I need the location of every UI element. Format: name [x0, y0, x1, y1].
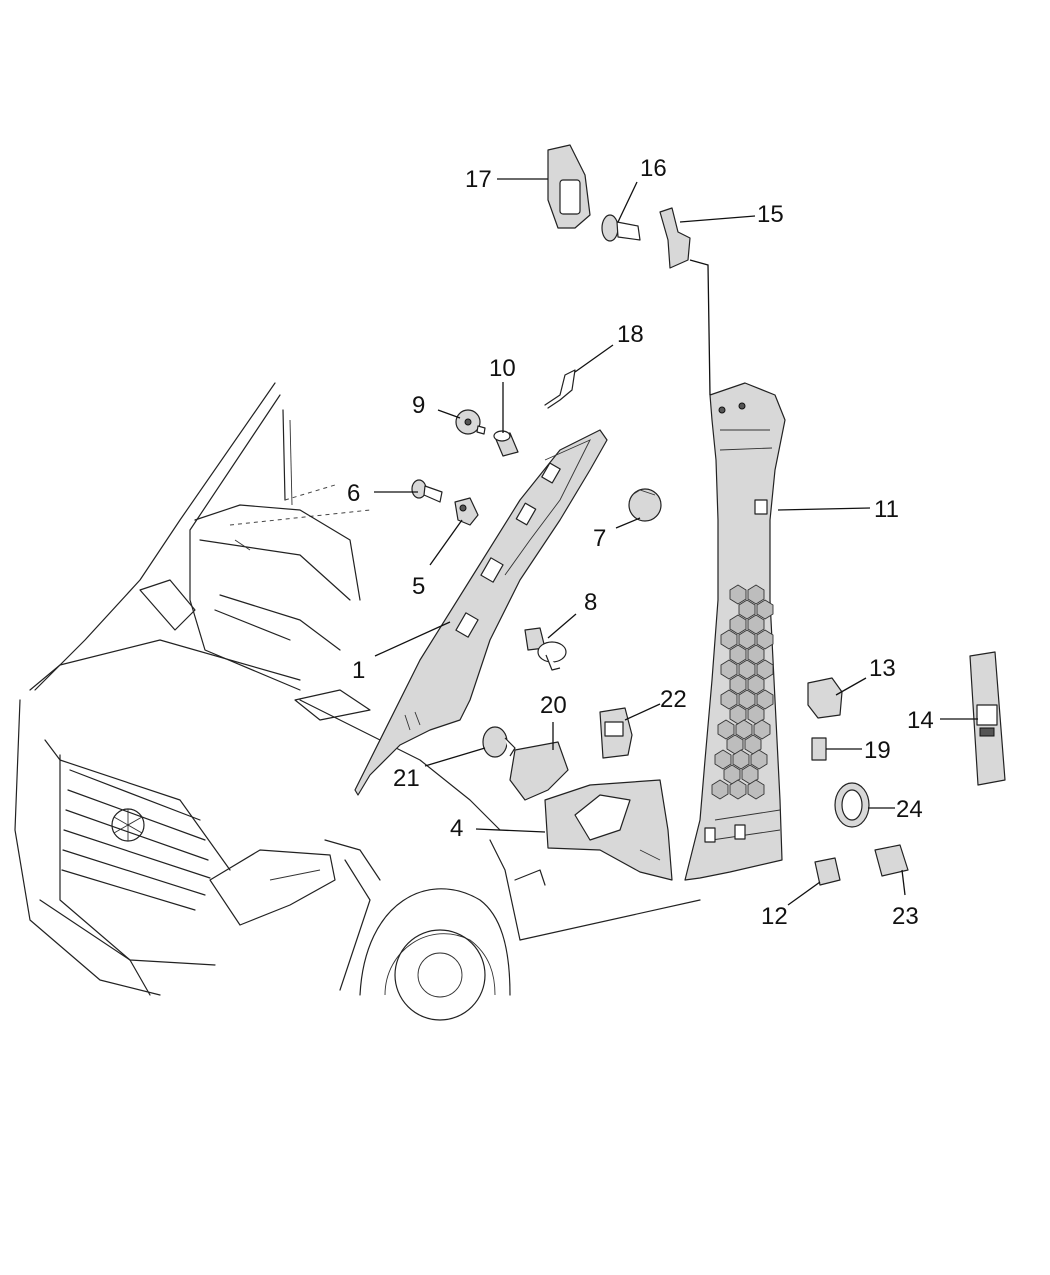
callout-10: 10 — [489, 355, 516, 382]
callout-19: 19 — [864, 737, 891, 764]
part-4-lower-trim — [544, 779, 673, 881]
leader-lines — [374, 178, 978, 906]
callout-20: 20 — [540, 692, 567, 719]
part-24-grommet — [834, 782, 870, 828]
callout-13: 13 — [869, 655, 896, 682]
callout-23: 23 — [892, 903, 919, 930]
callout-labels: 1 4 5 6 7 8 9 10 11 12 13 14 15 16 17 18… — [347, 155, 934, 930]
callout-11: 11 — [874, 496, 899, 523]
callout-4: 4 — [450, 815, 463, 842]
hex-mesh — [711, 584, 774, 800]
part-15-bracket — [659, 207, 691, 269]
callout-22: 22 — [660, 686, 687, 713]
callout-1: 1 — [352, 657, 365, 684]
part-9-rivet — [455, 409, 486, 435]
part-6-screw — [411, 479, 443, 503]
part-16-push-pin — [601, 214, 641, 242]
part-17-cover — [547, 144, 591, 229]
callout-8: 8 — [584, 589, 597, 616]
part-13-cap — [807, 677, 843, 719]
part-1-a-pillar-trim — [354, 429, 608, 796]
callout-16: 16 — [640, 155, 667, 182]
callout-12: 12 — [761, 903, 788, 930]
part-7-grommet — [628, 488, 662, 522]
callout-9: 9 — [412, 392, 425, 419]
callout-21: 21 — [393, 765, 420, 792]
part-18-wire-clip — [544, 369, 576, 409]
part-23-pad — [874, 844, 909, 877]
part-21-component — [482, 726, 516, 758]
part-11-pillar-trim — [684, 382, 786, 881]
part-19-small-clip — [811, 737, 827, 761]
part-12-clip — [814, 857, 841, 886]
callout-17: 17 — [465, 166, 492, 193]
assembly-leader-15 — [689, 259, 711, 396]
part-8-push-clip — [524, 627, 567, 671]
callout-24: 24 — [896, 796, 923, 823]
callout-7: 7 — [593, 525, 606, 552]
part-10-nut — [493, 430, 519, 457]
part-5-clip — [454, 497, 479, 526]
vehicle-outline — [14, 382, 701, 1021]
part-20-cover — [509, 741, 569, 801]
callout-5: 5 — [412, 573, 425, 600]
callout-18: 18 — [617, 321, 644, 348]
callout-6: 6 — [347, 480, 360, 507]
part-22-bracket — [599, 707, 633, 759]
callout-14: 14 — [907, 707, 934, 734]
callout-15: 15 — [757, 201, 784, 228]
part-14-strip — [969, 651, 1006, 786]
